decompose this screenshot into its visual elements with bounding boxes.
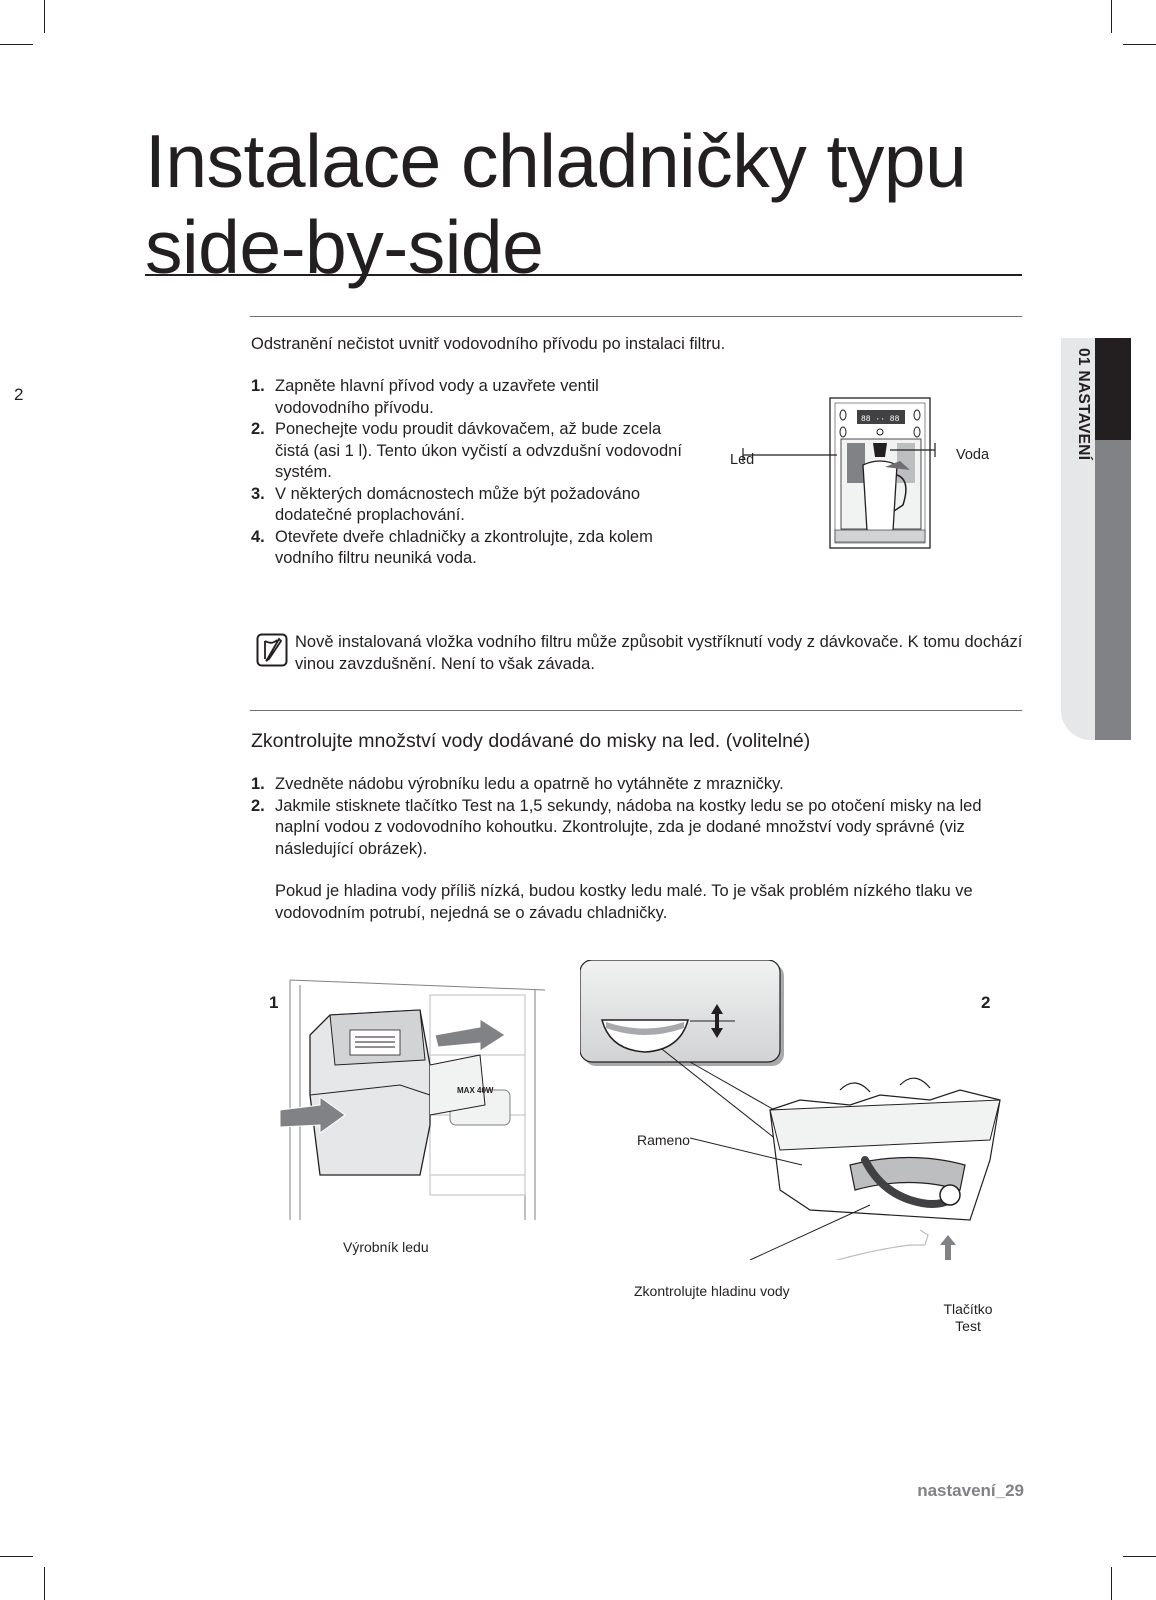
- note-icon: [256, 633, 288, 667]
- figure1-caption: Výrobník ledu: [343, 1239, 429, 1255]
- section-divider-1: [250, 316, 1022, 317]
- page-title: Instalace chladničky typu side-by-side: [145, 118, 967, 290]
- figure-label-voda: Voda: [956, 447, 990, 463]
- figure1-inner-label: MAX 40W: [457, 1086, 494, 1095]
- list-item: 2.Ponechejte vodu proudit dávkovačem, až…: [251, 420, 682, 481]
- figure2-number: 2: [981, 993, 991, 1012]
- figure1-number: 1: [269, 993, 279, 1012]
- section1-steps: 1.Zapněte hlavní přívod vody a uzavřete …: [251, 376, 691, 570]
- section2-heading: Zkontrolujte množství vody dodávané do m…: [251, 730, 811, 752]
- margin-number: 2: [14, 385, 24, 404]
- side-tab-label: 01 NASTAVENÍ: [1075, 348, 1092, 461]
- icetray-illustration: [580, 960, 1001, 1260]
- page-title-line-1: Instalace chladničky typu: [145, 119, 967, 203]
- figure2-label-arm: Rameno: [637, 1132, 690, 1148]
- list-item: 4.Otevřete dveře chladničky a zkontroluj…: [251, 527, 653, 568]
- section-divider-2: [250, 710, 1022, 711]
- title-underline: [145, 274, 1022, 276]
- dispenser-illustration: 88 ·· 88: [742, 397, 936, 549]
- list-item: 2.Jakmile stisknete tlačítko Test na 1,5…: [251, 796, 982, 858]
- list-item: 1.Zapněte hlavní přívod vody a uzavřete …: [251, 377, 599, 417]
- section2-paragraph: Pokud je hladina vody příliš nízká, budo…: [275, 882, 973, 922]
- side-tab-light: [1061, 338, 1095, 740]
- figure2-label-level: Zkontrolujte hladinu vody: [634, 1283, 790, 1299]
- list-item: 1.Zvedněte nádobu výrobníku ledu a opatr…: [251, 775, 784, 793]
- figure-label-led: Led: [730, 452, 755, 468]
- icemaker-illustration: MAX 40W: [280, 979, 546, 1220]
- side-tab-grey: [1095, 440, 1131, 740]
- section2-steps: 1.Zvedněte nádobu výrobníku ledu a opatr…: [251, 774, 1031, 860]
- list-item: 3.V některých domácnostech může být poža…: [251, 484, 641, 525]
- page-title-line-2: side-by-side: [145, 205, 544, 289]
- figure2-label-test-button: Tlačítko Test: [943, 1301, 993, 1334]
- page-footer: nastavení_29: [917, 1481, 1024, 1500]
- note-text: Nově instalovaná vložka vodního filtru m…: [295, 633, 1023, 673]
- section1-intro: Odstranění nečistot uvnitř vodovodního p…: [251, 335, 726, 353]
- svg-text:88 ·· 88: 88 ·· 88: [861, 415, 900, 424]
